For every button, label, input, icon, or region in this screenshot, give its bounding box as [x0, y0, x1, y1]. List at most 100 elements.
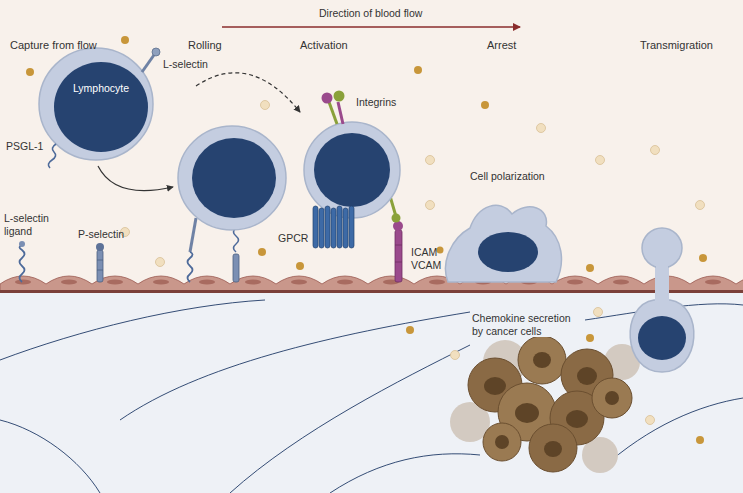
chemokine-dots	[437, 247, 444, 254]
chemokine-dots	[296, 262, 304, 270]
endothelium	[0, 290, 743, 293]
endothelial-molecules	[20, 245, 25, 282]
chemokine-dots	[26, 68, 34, 76]
lymphocyte-arrest	[445, 205, 561, 282]
lymphocyte-activation	[313, 206, 318, 248]
tumor-cluster	[450, 336, 640, 473]
stage-heading: Rolling	[188, 39, 222, 52]
chemokine-dots	[699, 254, 707, 262]
molecule-label: GPCR	[278, 232, 308, 245]
lymphocyte-rolling	[234, 228, 239, 252]
tumor-cluster	[484, 377, 506, 395]
lymphocyte-capture	[39, 48, 160, 168]
tumor-cluster	[483, 423, 521, 461]
tumor-cluster	[566, 410, 588, 428]
lymphocyte-activation	[349, 206, 354, 248]
chemokine-dots	[121, 36, 129, 44]
tumor-cluster	[533, 352, 551, 368]
chemokine-dots	[258, 248, 266, 256]
lymphocyte-activation	[393, 221, 403, 231]
nucleus-shape	[54, 62, 148, 152]
tissue-fibers	[0, 300, 743, 493]
endothelium	[245, 280, 261, 285]
lymphocyte-rolling	[178, 126, 286, 282]
blood-flow-arrow	[222, 27, 520, 28]
lymphocyte-transmigration	[638, 316, 686, 360]
chemokine-dots	[696, 436, 704, 444]
molecule-label: PSGL-1	[6, 140, 43, 153]
endothelial-molecules	[97, 250, 103, 282]
tissue-fibers	[330, 454, 480, 493]
lymphocyte-activation	[338, 102, 343, 124]
chemokine-dots	[696, 201, 705, 210]
tumor-cluster	[544, 441, 562, 457]
chemokine-dots	[426, 201, 435, 210]
tumor-cluster	[592, 378, 632, 418]
chemokine-dots	[586, 334, 594, 342]
lymphocyte-capture	[142, 55, 154, 72]
endothelium	[429, 280, 445, 285]
vessel-lumen	[0, 0, 743, 293]
vessel-lumen	[0, 0, 743, 293]
lymphocyte-activation	[331, 208, 336, 248]
chemokine-dots	[594, 308, 603, 317]
molecule-label: Integrins	[356, 96, 396, 109]
lymphocyte-activation	[314, 133, 390, 207]
chemokine-dots	[586, 264, 594, 272]
blood-flow-arrow	[222, 26, 520, 27]
endothelium	[15, 280, 31, 285]
nucleus-shape	[54, 62, 148, 152]
chemokine-dots	[121, 101, 705, 425]
endothelium	[107, 280, 123, 285]
lymphocyte-activation	[392, 214, 401, 223]
lymphocyte-capture	[48, 144, 56, 168]
tumor-cluster	[577, 367, 597, 385]
cell-label: Lymphocyte	[54, 82, 148, 95]
lymphocyte-activation	[325, 206, 330, 248]
endothelium	[337, 280, 353, 285]
endothelium	[613, 280, 629, 285]
chemokine-dots	[156, 258, 165, 267]
chemokine-dots	[414, 66, 422, 74]
endothelium	[199, 280, 215, 285]
molecule-label: L-selectin	[163, 58, 208, 71]
chemokine-dots	[651, 146, 660, 155]
tumor-cluster	[484, 352, 619, 457]
tissue-fibers	[120, 312, 470, 420]
molecule-label: P-selectin	[78, 228, 124, 241]
tissue-ground	[0, 293, 743, 493]
endothelial-molecules	[96, 243, 104, 251]
lymphocyte-transmigration	[630, 300, 694, 372]
lymphocyte-arrest	[478, 232, 538, 272]
molecule-label: L-selectin ligand	[4, 212, 58, 237]
process-label: Chemokine secretion by cancer cells	[470, 312, 582, 337]
process-label: Cell polarization	[470, 170, 545, 183]
endothelium	[0, 276, 743, 291]
lymphocyte-activation	[395, 230, 402, 282]
lymphocyte-activation	[395, 245, 402, 246]
endothelial-molecules	[19, 241, 104, 282]
lymphocyte-transmigration	[656, 262, 668, 306]
stage-heading: Activation	[300, 39, 348, 52]
lymphocyte-rolling	[188, 252, 193, 282]
lymphocyte-capture	[152, 48, 160, 56]
chemokine-dots	[26, 36, 707, 444]
lymphocyte-activation	[334, 91, 345, 102]
tumor-cluster	[605, 391, 619, 405]
tumor-cluster	[529, 424, 577, 472]
lymphocyte-rolling	[190, 218, 196, 252]
endothelial-molecules	[19, 241, 25, 247]
tissue-fibers	[0, 420, 100, 493]
lymphocyte-rolling	[192, 138, 276, 218]
cell-nucleus: Lymphocyte	[54, 62, 148, 152]
motion-arrows	[196, 73, 300, 112]
lymphocyte-capture	[39, 48, 153, 160]
molecule-label: ICAM VCAM	[411, 246, 445, 271]
lymphocyte-activation	[329, 102, 337, 124]
stage-heading: Transmigration	[640, 39, 713, 52]
chemokine-dots	[596, 156, 605, 165]
endothelial-molecules	[97, 270, 103, 271]
lymphocyte-rolling	[178, 126, 286, 230]
chemokine-dots	[481, 101, 489, 109]
endothelium	[705, 280, 721, 285]
